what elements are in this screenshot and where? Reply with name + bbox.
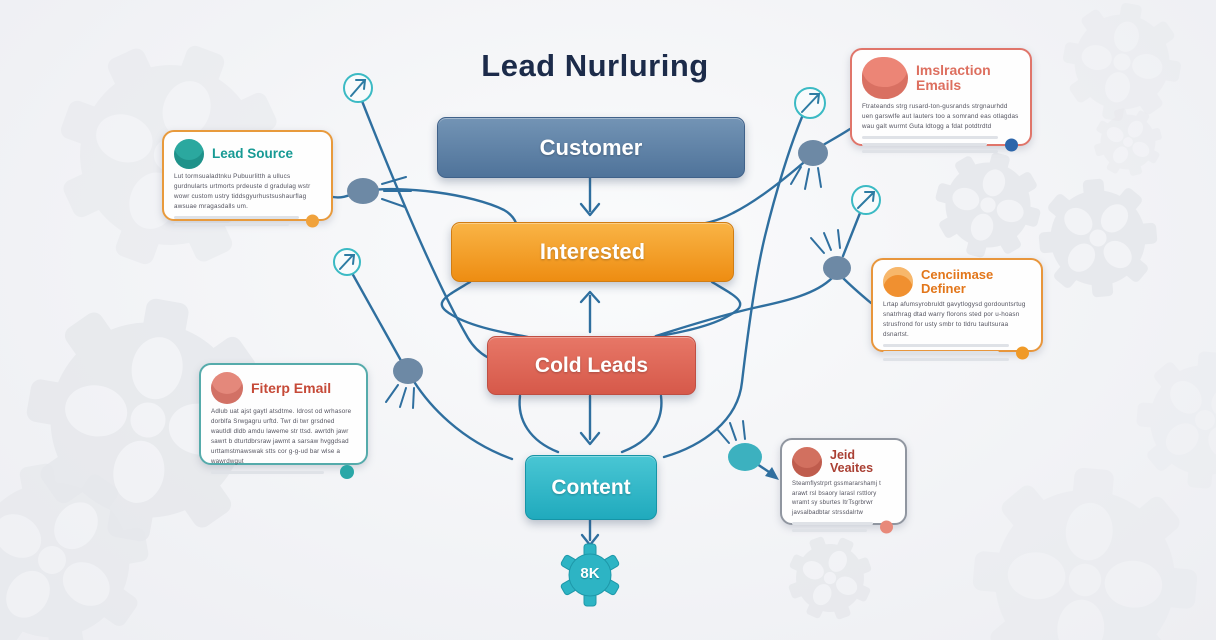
placeholder-lines (174, 214, 321, 228)
card-title: Fiterp Email (251, 379, 332, 396)
card-fiterp-email: Fiterp Email Adlub uat ajst gaytl atsdtm… (199, 363, 368, 480)
card-body-text: Ftrateands strg rusard-ton-gusrands strg… (862, 103, 1019, 131)
card-body-text: Adlub uat ajst gaytl atsdtme. Idrost od … (211, 408, 352, 465)
card-inspiration-emails: Imslraction Emails Ftrateands strg rusar… (850, 48, 1032, 154)
placeholder-lines (211, 465, 356, 480)
flow-node-label: Cold Leads (534, 353, 649, 377)
card-title: Imslraction Emails (916, 62, 991, 93)
jeid-veaites-icon (792, 447, 822, 477)
flow-node-label: Content (551, 475, 631, 499)
inspiration-emails-icon (862, 57, 908, 99)
card-body-text: Lut tormsualadtnku Pubuurlitth a ullucs … (174, 173, 311, 211)
lead-source-icon (174, 139, 204, 169)
flow-node-cold-leads: Cold Leads (487, 336, 696, 395)
status-dot (340, 465, 354, 480)
card-title: Lead Source (212, 145, 294, 161)
card-title: Cenciimase Definer (921, 267, 994, 296)
flow-node-content: Content (525, 455, 657, 520)
card-body-text: Lrtap afumsyrobruldt gavytlogysd gordoun… (883, 301, 1026, 339)
page-title: Lead Nurluring (481, 48, 709, 83)
placeholder-lines (883, 344, 1031, 362)
status-dot (306, 214, 319, 228)
arrow-circle-icon (333, 73, 881, 276)
card-lead-source: Lead Source Lut tormsualadtnku Pubuurlit… (162, 130, 333, 228)
gear-label: 8K (580, 564, 600, 582)
flow-node-label: Interested (539, 239, 646, 264)
card-title: Jeid Veaites (830, 447, 874, 475)
connector-dots (347, 140, 851, 471)
flow-node-customer: Customer (437, 117, 745, 178)
arrowhead (765, 467, 779, 480)
flow-node-label: Customer (539, 134, 643, 160)
fiterp-email-icon (211, 372, 243, 404)
output-gear-icon: 8K (556, 541, 624, 609)
placeholder-lines (862, 136, 1020, 154)
flow-node-interested: Interested (451, 222, 734, 282)
card-conciliate-definer: Cenciimase Definer Lrtap afumsyrobruldt … (871, 258, 1043, 362)
status-dot (880, 520, 893, 534)
card-body-text: Steamflystrprt gssmararshamj t arawt rsl… (792, 481, 882, 516)
placeholder-lines (792, 520, 895, 534)
card-jeid-veaites: Jeid Veaites Steamflystrprt gssmararsham… (780, 438, 907, 534)
conciliate-definer-icon (883, 267, 913, 297)
status-dot (1005, 138, 1018, 152)
status-dot (1016, 346, 1029, 360)
